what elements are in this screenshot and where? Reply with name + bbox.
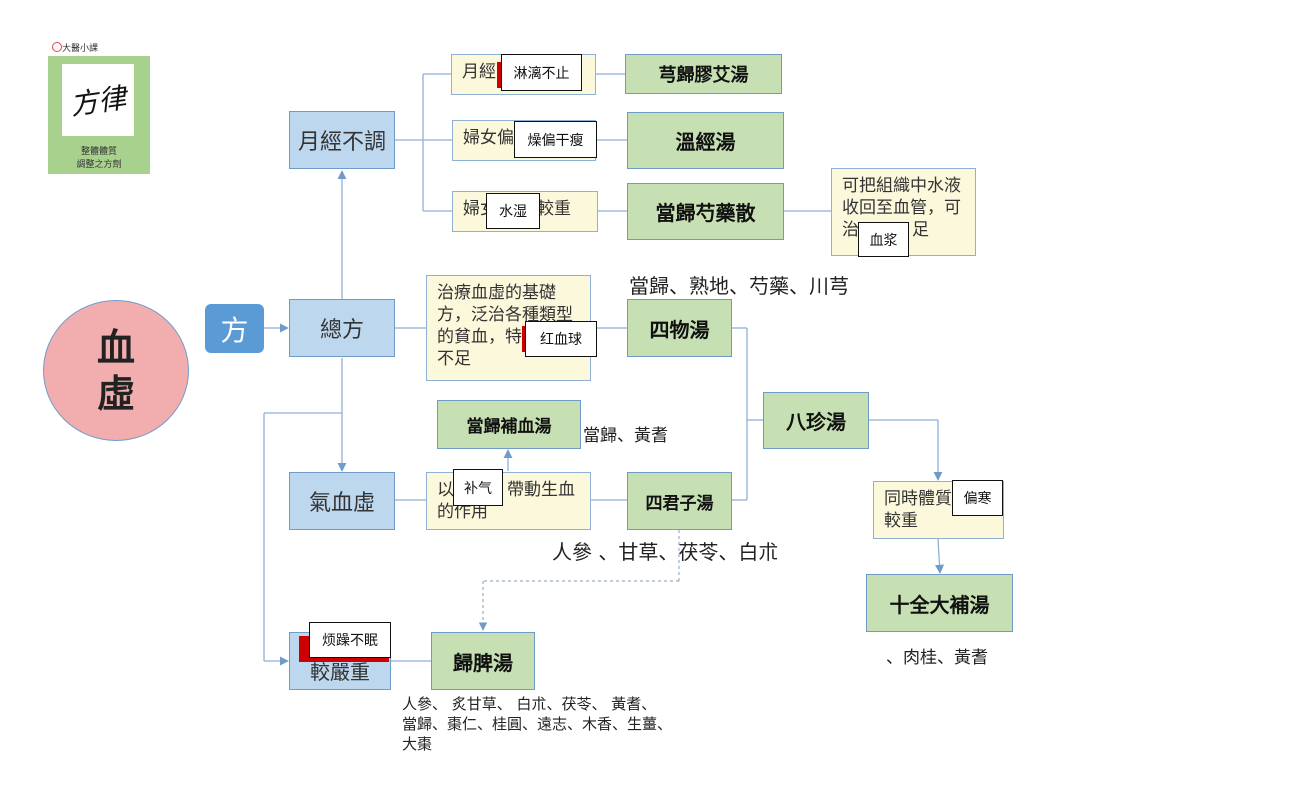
note-shuishi: 水湿	[486, 193, 540, 229]
ingredients-shiquan: 、肉桂、黃耆	[886, 648, 988, 668]
logo-panel: 方律 整體體質 調整之方劑	[48, 56, 150, 174]
main-circle-xuexu: 血 虛	[43, 300, 189, 441]
ingredients-guipi-2: 當歸、棗仁、桂圓、遠志、木香、生薑、	[402, 715, 673, 733]
note-buqi: 补气	[453, 469, 503, 506]
formula-wenjing: 溫經湯	[627, 112, 784, 169]
cream-yi-c: 的作用	[437, 502, 488, 522]
ingredients-sijunzi: 人參 、甘草、茯苓、白朮	[552, 540, 779, 564]
note-hongxueqiu: 红血球	[525, 321, 597, 357]
cream-yuejing-text: 月經	[462, 62, 496, 82]
cream-yi: 以 帶動生血 的作用	[426, 472, 591, 530]
formula-shiquan-dabu: 十全大補湯	[866, 574, 1013, 632]
main-circle-line1: 血	[96, 324, 135, 370]
node-zongfang: 總方	[289, 299, 395, 357]
cream-yi-a: 以	[437, 480, 454, 500]
cream-funu-shi-text2: 較重	[537, 199, 571, 219]
ingredients-guipi-1: 人參、 炙甘草、 白朮、茯苓、 黃耆、	[402, 695, 657, 713]
red-marker	[522, 326, 527, 352]
note-linli-buzhi: 淋漓不止	[501, 54, 582, 91]
logo-caption-1: 整體體質	[80, 147, 117, 157]
formula-siwu: 四物湯	[627, 299, 732, 357]
fang-badge: 方	[205, 304, 264, 353]
ingredients-guipi-3: 大棗	[402, 735, 433, 753]
logo-top-text: 大醫小課	[62, 44, 99, 54]
node-qixuexu: 氣血虛	[289, 472, 395, 530]
note-zaopian-ganshou: 燥偏干瘦	[514, 121, 597, 158]
formula-bazhen: 八珍湯	[763, 392, 869, 449]
red-marker	[497, 62, 502, 88]
node-yuejing-butiao: 月經不調	[289, 111, 395, 169]
note-pianhan: 偏寒	[952, 480, 1003, 516]
cream-yi-b: 帶動生血	[507, 480, 575, 500]
logo-caption-2: 調整之方劑	[76, 160, 122, 170]
formula-sijunzi: 四君子湯	[627, 472, 732, 530]
logo-mark-icon	[52, 42, 62, 52]
cream-funu-pian-text: 婦女偏	[463, 128, 514, 148]
node-jiao-yanzhong-label: 較嚴重	[310, 660, 370, 684]
cream-kebazuzhi-tail: 足	[912, 220, 929, 240]
logo: 大醫小課 方律 整體體質 調整之方劑	[48, 42, 152, 174]
cream-zhiliao-tail: 不足	[437, 349, 471, 369]
ingredients-danggui-buxue: 當歸、黃耆	[583, 426, 668, 446]
cream-zhiliao-text: 治療血虛的基礎方，泛治各種類型的貧血，特別是	[437, 283, 573, 347]
logo-calligraphy-text: 方律	[68, 81, 129, 122]
note-xuejiang: 血浆	[858, 222, 909, 257]
note-fanzao-bumian: 烦躁不眠	[309, 622, 391, 658]
formula-danggui-shaoyao: 當歸芍藥散	[627, 183, 784, 240]
main-circle-line2: 虛	[96, 370, 135, 416]
logo-calligraphy: 方律	[62, 64, 134, 136]
cream-kebazuzhi: 可把組織中水液收回至血管，可治 足	[831, 168, 976, 256]
formula-xionggui-jiaoai: 芎歸膠艾湯	[625, 54, 782, 94]
ingredients-siwu: 當歸、熟地、芍藥、川芎	[629, 274, 849, 298]
formula-guipi: 歸脾湯	[431, 632, 535, 690]
cream-kebazuzhi-text: 可把組織中水液收回至血管，可治	[842, 176, 961, 240]
formula-danggui-buxue: 當歸補血湯	[437, 400, 581, 449]
